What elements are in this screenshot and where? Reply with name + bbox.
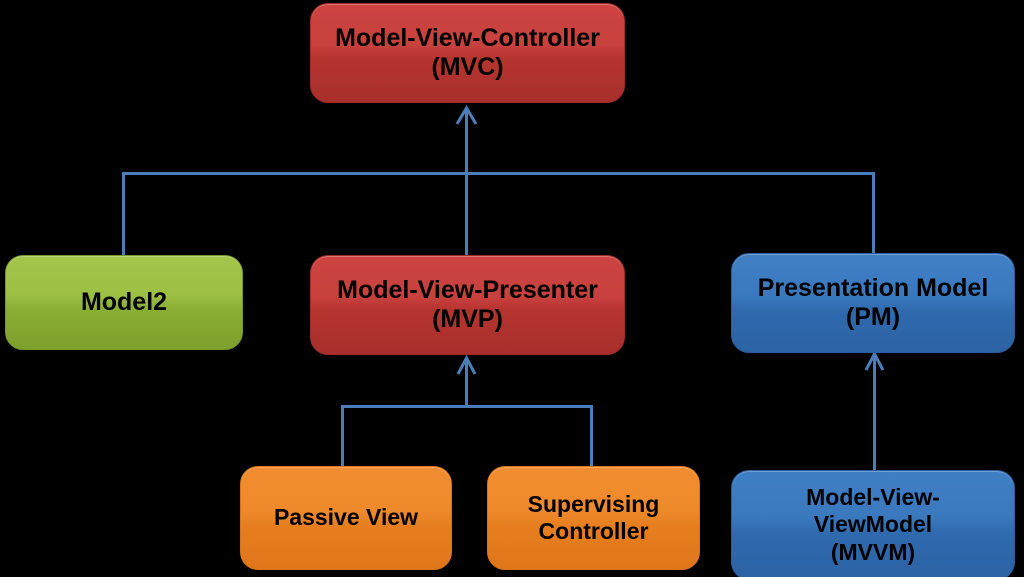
edge-mvvm-to-pm	[864, 350, 885, 472]
arrowhead-into-mvp	[456, 354, 477, 375]
node-mvp[interactable]: Model-View-Presenter (MVP)	[310, 255, 625, 355]
arrowhead-into-mvc	[455, 105, 478, 125]
edge-top-bus	[122, 105, 875, 256]
arrowhead-into-pm	[864, 350, 885, 371]
node-presentation-model[interactable]: Presentation Model (PM)	[731, 253, 1015, 353]
node-mvp-label: Model-View-Presenter (MVP)	[337, 275, 598, 334]
node-presentation-model-label: Presentation Model (PM)	[757, 273, 989, 332]
node-mvvm[interactable]: Model-View- ViewModel (MVVM)	[731, 470, 1015, 577]
node-passive-view-label: Passive View	[273, 504, 419, 531]
edge-mvp-children-bus	[341, 354, 593, 469]
node-passive-view[interactable]: Passive View	[240, 466, 452, 570]
node-mvc-label: Model-View-Controller (MVC)	[335, 23, 600, 82]
node-mvc[interactable]: Model-View-Controller (MVC)	[310, 3, 625, 103]
node-mvvm-label: Model-View- ViewModel (MVVM)	[806, 484, 940, 565]
node-model2-label: Model2	[80, 287, 168, 316]
node-supervising-controller[interactable]: Supervising Controller	[487, 466, 700, 570]
node-supervising-controller-label: Supervising Controller	[527, 490, 660, 544]
node-model2[interactable]: Model2	[5, 255, 243, 350]
